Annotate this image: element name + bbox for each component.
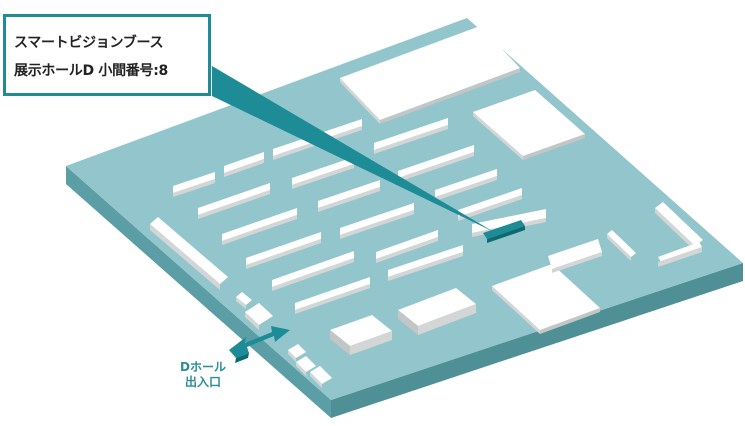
booth[interactable]	[388, 245, 463, 281]
booth-large-back[interactable]	[340, 26, 520, 124]
booth[interactable]	[318, 180, 380, 212]
callout-pointer	[212, 66, 494, 232]
booth[interactable]	[340, 203, 414, 239]
booth[interactable]	[398, 145, 474, 182]
entrance-label: Dホール 出入口	[168, 360, 238, 390]
booth-small-left[interactable]	[236, 292, 252, 309]
booth[interactable]	[272, 251, 354, 291]
booth-large-front[interactable]	[492, 264, 600, 334]
floor-side-left	[66, 166, 331, 418]
booth-strips[interactable]	[173, 118, 602, 355]
booth[interactable]	[246, 232, 321, 269]
booth-left-wall[interactable]	[150, 217, 228, 290]
booth-entrance-cluster[interactable]	[288, 344, 332, 388]
booth-location: 展示ホールD 小間番号:8	[14, 63, 168, 79]
booth-name: スマートビジョンブース	[14, 35, 164, 51]
booth-large-right[interactable]	[473, 90, 585, 160]
booth[interactable]	[435, 169, 497, 201]
floor-side-front	[331, 263, 743, 418]
booth[interactable]	[458, 188, 522, 221]
entrance-label-line1: Dホール	[180, 360, 226, 374]
booth-small-left-2[interactable]	[245, 303, 273, 330]
booth[interactable]	[222, 208, 297, 245]
booth[interactable]	[173, 172, 215, 197]
booth-right-slim[interactable]	[607, 230, 636, 261]
booth[interactable]	[374, 118, 448, 154]
booth[interactable]	[198, 183, 270, 219]
booth[interactable]	[330, 315, 392, 355]
booth-callout: スマートビジョンブース 展示ホールD 小間番号:8	[3, 14, 211, 96]
booth-grid	[150, 26, 703, 388]
double-arrow-icon	[229, 326, 290, 363]
entrance-label-line2: 出入口	[184, 375, 221, 389]
highlight-booth-marker[interactable]	[483, 220, 525, 243]
booth[interactable]	[398, 288, 476, 335]
booth[interactable]	[224, 152, 264, 177]
booth[interactable]	[295, 277, 370, 314]
booth[interactable]	[548, 239, 602, 273]
booth[interactable]	[376, 230, 438, 263]
booth[interactable]	[292, 157, 354, 189]
booth-right-corner[interactable]	[655, 202, 703, 267]
